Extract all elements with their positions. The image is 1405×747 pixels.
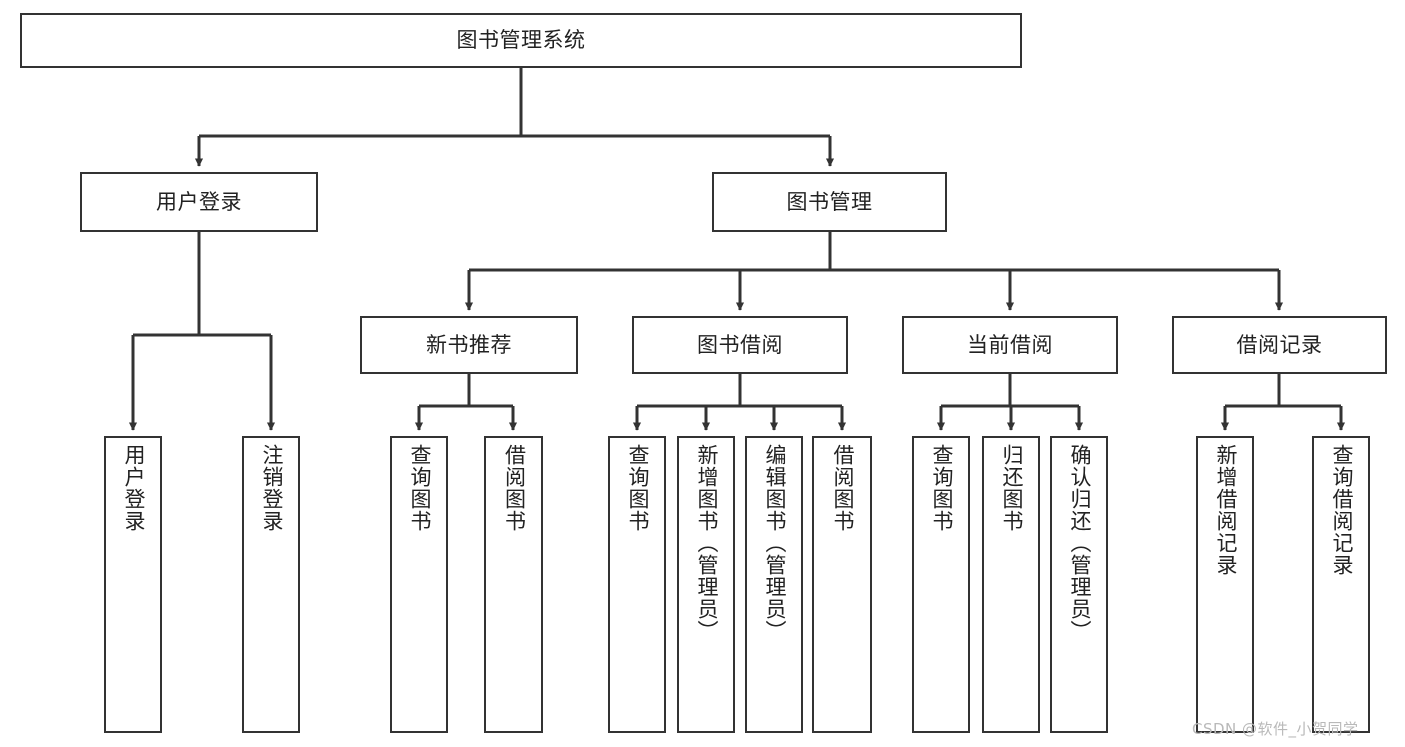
node-leaf-add-book-admin-label: 新增图书（管理员）	[694, 444, 719, 642]
node-leaf-query-book-recommend[interactable]: 查询图书	[390, 436, 448, 733]
node-current-borrow-label: 当前借阅	[967, 332, 1053, 357]
node-current-borrow[interactable]: 当前借阅	[902, 316, 1118, 374]
node-new-book-recommend-label: 新书推荐	[426, 332, 512, 357]
node-borrow-record[interactable]: 借阅记录	[1172, 316, 1387, 374]
node-leaf-borrow-book[interactable]: 借阅图书	[812, 436, 872, 733]
node-leaf-add-borrow-record-label: 新增借阅记录	[1213, 444, 1238, 576]
node-leaf-user-logout-label: 注销登录	[259, 444, 284, 532]
node-leaf-query-book-borrow-label: 查询图书	[625, 444, 650, 532]
node-leaf-user-login-label: 用户登录	[121, 444, 146, 532]
node-leaf-borrow-book-label: 借阅图书	[830, 444, 855, 532]
node-root[interactable]: 图书管理系统	[20, 13, 1022, 68]
node-book-borrow[interactable]: 图书借阅	[632, 316, 848, 374]
node-book-borrow-label: 图书借阅	[697, 332, 783, 357]
node-leaf-add-borrow-record[interactable]: 新增借阅记录	[1196, 436, 1254, 733]
node-book-manage[interactable]: 图书管理	[712, 172, 947, 232]
csdn-watermark: CSDN @软件_小贺同学	[1192, 720, 1359, 738]
node-leaf-borrow-book-recommend[interactable]: 借阅图书	[484, 436, 543, 733]
node-book-manage-label: 图书管理	[786, 189, 873, 214]
node-leaf-return-book-label: 归还图书	[999, 444, 1024, 532]
node-root-label: 图书管理系统	[456, 28, 586, 53]
node-leaf-query-borrow-record-label: 查询借阅记录	[1329, 444, 1354, 576]
node-user-login[interactable]: 用户登录	[80, 172, 318, 232]
node-leaf-query-book-borrow[interactable]: 查询图书	[608, 436, 666, 733]
node-leaf-edit-book-admin-label: 编辑图书（管理员）	[762, 444, 787, 642]
node-borrow-record-label: 借阅记录	[1236, 332, 1323, 357]
node-leaf-user-login[interactable]: 用户登录	[104, 436, 162, 733]
node-leaf-borrow-book-recommend-label: 借阅图书	[502, 444, 527, 532]
node-leaf-confirm-return-admin-label: 确认归还（管理员）	[1067, 444, 1092, 642]
node-leaf-query-book-recommend-label: 查询图书	[407, 444, 432, 532]
node-leaf-query-borrow-record[interactable]: 查询借阅记录	[1312, 436, 1370, 733]
node-user-login-label: 用户登录	[156, 189, 242, 214]
node-leaf-user-logout[interactable]: 注销登录	[242, 436, 300, 733]
node-leaf-query-book-current[interactable]: 查询图书	[912, 436, 970, 733]
node-leaf-edit-book-admin[interactable]: 编辑图书（管理员）	[745, 436, 803, 733]
node-leaf-add-book-admin[interactable]: 新增图书（管理员）	[677, 436, 735, 733]
node-leaf-return-book[interactable]: 归还图书	[982, 436, 1040, 733]
node-leaf-query-book-current-label: 查询图书	[929, 444, 954, 532]
node-leaf-confirm-return-admin[interactable]: 确认归还（管理员）	[1050, 436, 1108, 733]
node-new-book-recommend[interactable]: 新书推荐	[360, 316, 578, 374]
